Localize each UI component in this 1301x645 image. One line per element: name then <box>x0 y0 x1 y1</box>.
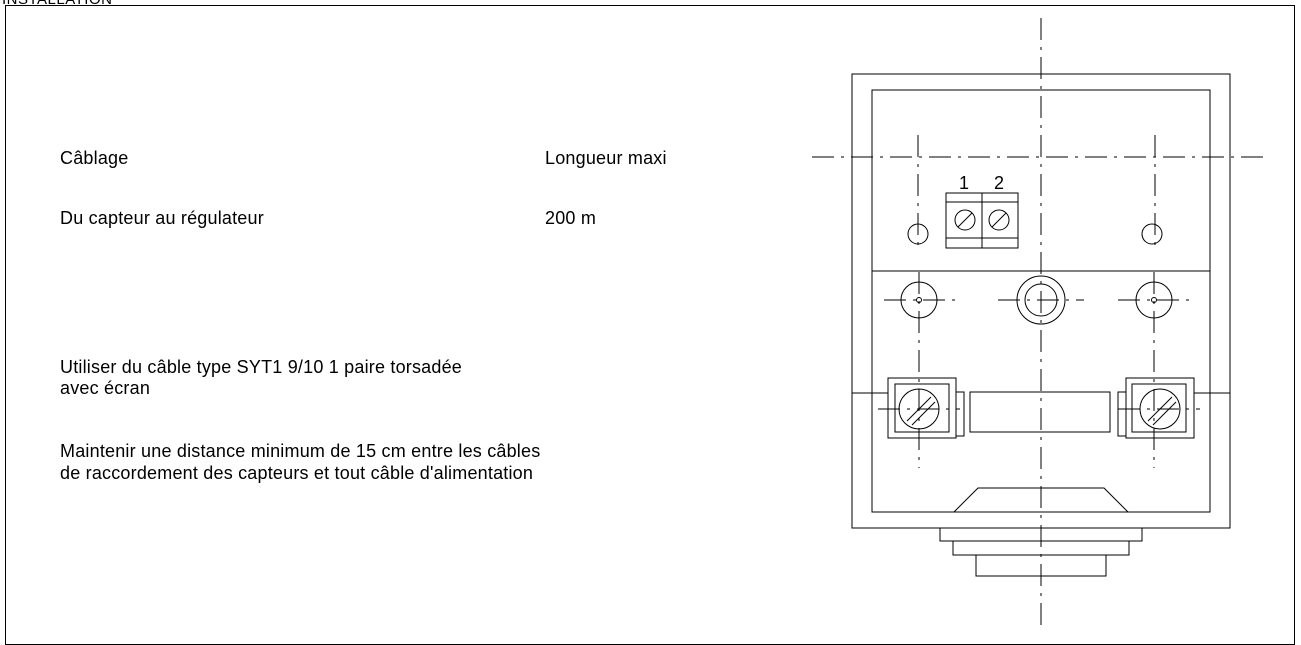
cable-note-line-2: avec écran <box>60 378 151 398</box>
clamp-left-tab <box>955 391 965 437</box>
section-title: INSTALLATION <box>2 0 112 8</box>
terminal-screw-1-slot <box>957 212 973 228</box>
terminal-screw-1 <box>954 209 976 231</box>
connection-description: Du capteur au régulateur <box>60 208 264 228</box>
distance-note-line-1: Maintenir une distance minimum de 15 cm … <box>60 441 541 461</box>
center-slot <box>969 391 1111 433</box>
max-length-header-label: Longueur maxi <box>545 148 667 168</box>
clamp-left-inner <box>894 383 950 433</box>
mounting-hole-right <box>1141 223 1163 245</box>
housing-inner-outline <box>871 89 1211 513</box>
clamp-right-tab <box>1117 391 1127 437</box>
clamp-left-slot-b <box>911 401 936 426</box>
clamp-right-inner <box>1131 383 1187 433</box>
wiring-header-label: Câblage <box>60 148 129 168</box>
max-length-value: 200 m <box>545 208 597 228</box>
terminal-2-label: 2 <box>994 173 1004 193</box>
clamp-right-slot-b <box>1152 401 1177 426</box>
cable-note-line-1: Utiliser du câble type SYT1 9/10 1 paire… <box>60 357 463 377</box>
terminal-1-label: 1 <box>959 173 969 193</box>
terminal-screw-2 <box>988 209 1010 231</box>
terminal-screw-2-slot <box>991 212 1007 228</box>
distance-note-line-2: de raccordement des capteurs et tout câb… <box>60 463 534 483</box>
